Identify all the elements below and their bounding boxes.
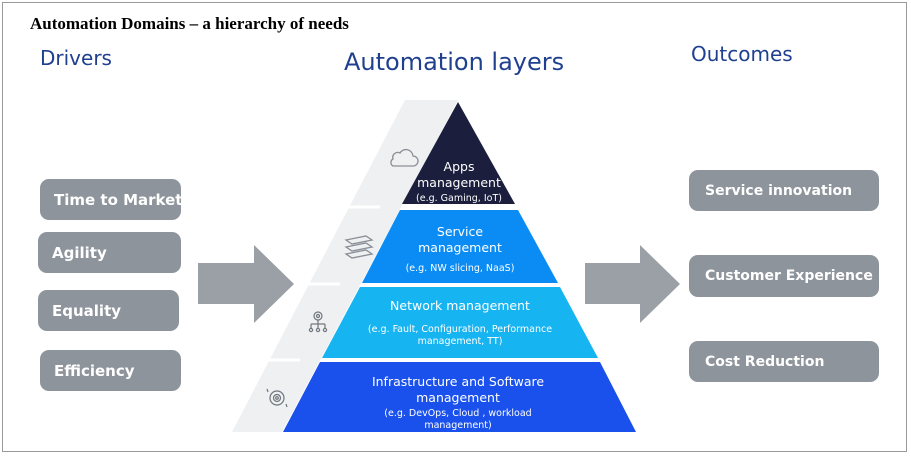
stack-layers-icon [344, 235, 374, 259]
outcome-label: Customer Experience [705, 268, 873, 284]
cloud-icon [390, 148, 419, 167]
driver-label: Efficiency [54, 361, 135, 380]
driver-time-to-market: Time to Market [40, 179, 183, 220]
layer-network-label: Network management [390, 298, 530, 313]
layer-apps-shape [402, 102, 515, 204]
network-gear-icon [308, 311, 328, 333]
layer-network: Network management (e.g. Fault, Configur… [362, 298, 558, 347]
driver-label: Agility [52, 243, 107, 262]
layer-infrastructure-example: (e.g. DevOps, Cloud , workload managemen… [384, 408, 532, 432]
outcome-service-innovation: Service innovation [689, 170, 879, 211]
driver-label: Equality [52, 301, 122, 320]
layer-infrastructure-shape [283, 362, 636, 432]
outcome-label: Service innovation [705, 182, 853, 199]
outcomes-header: Outcomes [691, 42, 793, 66]
outcome-customer-experience: Customer Experience [689, 255, 879, 297]
layer-infrastructure-label: Infrastructure and Software management [371, 374, 545, 405]
outcome-cost-reduction: Cost Reduction [689, 341, 879, 382]
driver-equality: Equality [38, 290, 179, 331]
layer-apps-label: Apps management [417, 159, 501, 190]
driver-agility: Agility [38, 232, 181, 273]
cycle-gear-icon [266, 388, 288, 408]
layer-apps: Apps management (e.g. Gaming, IoT) [405, 159, 513, 205]
layer-network-example: (e.g. Fault, Configuration, Performance … [367, 323, 553, 347]
layer-service: Service management (e.g. NW slicing, Naa… [395, 224, 525, 275]
drivers-header: Drivers [40, 46, 112, 70]
layer-service-shape [362, 210, 558, 283]
layer-network-shape [322, 287, 598, 358]
automation-layers-header: Automation layers [344, 48, 565, 76]
layer-service-label: Service management [418, 224, 502, 255]
driver-efficiency: Efficiency [40, 350, 181, 391]
outcome-label: Cost Reduction [705, 353, 825, 370]
outcomes-arrow [585, 245, 680, 323]
layer-infrastructure: Infrastructure and Software management (… [358, 374, 558, 432]
side-band [232, 100, 458, 432]
layer-service-example: (e.g. NW slicing, NaaS) [405, 263, 515, 275]
layer-apps-example: (e.g. Gaming, IoT) [416, 193, 502, 205]
diagram-title: Automation Domains – a hierarchy of need… [30, 14, 349, 33]
driver-label: Time to Market [54, 190, 183, 209]
drivers-arrow [198, 245, 294, 323]
